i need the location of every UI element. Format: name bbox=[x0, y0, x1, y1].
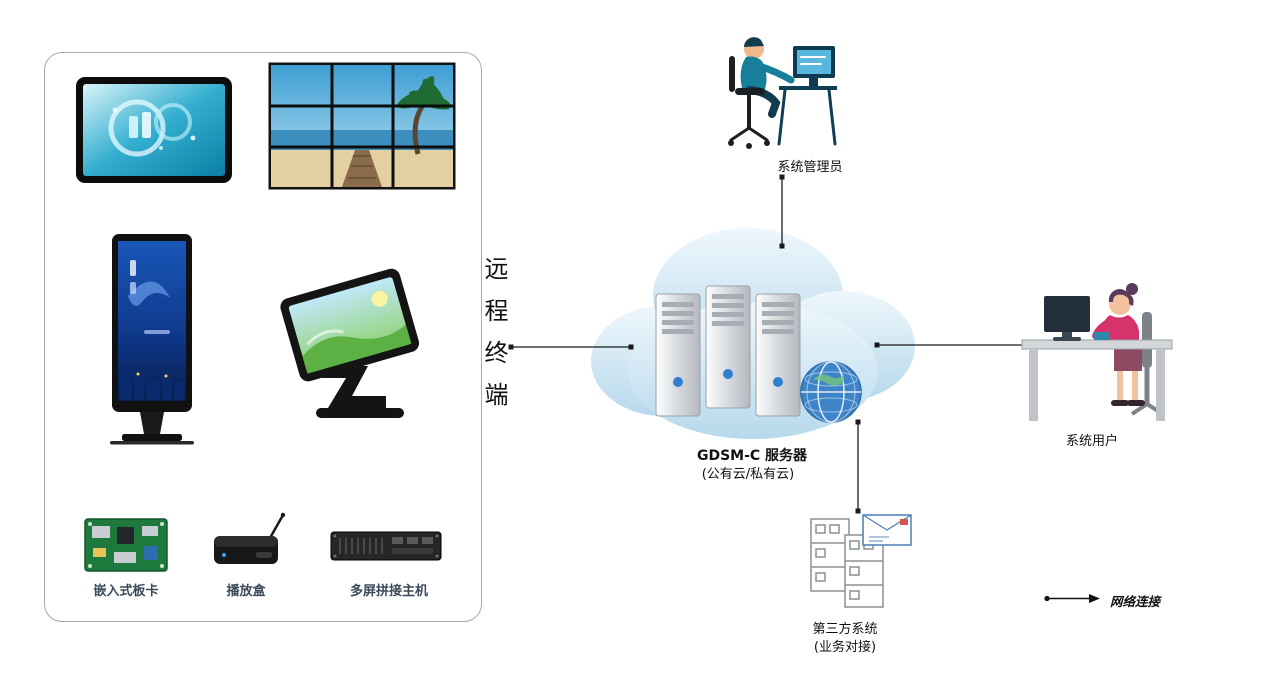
wall-display-icon bbox=[76, 77, 232, 183]
cloud-icon bbox=[591, 228, 915, 439]
third-party-servers-icon bbox=[810, 514, 912, 608]
multiscreen-host-icon bbox=[330, 531, 442, 561]
multiscreen-host-label: 多屏拼接主机 bbox=[349, 584, 428, 599]
cloud-subtitle: (公有云/私有云) bbox=[701, 467, 795, 482]
player-box-icon bbox=[214, 512, 286, 564]
video-wall-icon bbox=[268, 62, 456, 190]
server-towers-icon bbox=[655, 285, 801, 417]
user-label: 系统用户 bbox=[1065, 434, 1118, 449]
user-figure bbox=[1020, 262, 1185, 427]
third-party-subtitle: (业务对接) bbox=[813, 640, 877, 655]
admin-person-icon bbox=[728, 37, 837, 149]
cloud-title: GDSM-C 服务器 bbox=[696, 448, 808, 464]
wall-display bbox=[75, 76, 233, 184]
player-box bbox=[212, 512, 288, 566]
admin-label: 系统管理员 bbox=[777, 160, 843, 175]
admin-figure bbox=[715, 24, 845, 156]
standing-kiosk bbox=[104, 234, 204, 449]
globe-icon bbox=[800, 361, 862, 423]
legend bbox=[1042, 590, 1106, 607]
user-at-desk-icon bbox=[1021, 283, 1173, 421]
touch-table-kiosk bbox=[268, 266, 428, 436]
network-link-legend-icon bbox=[1044, 594, 1100, 603]
third-party-title: 第三方系统 bbox=[812, 622, 878, 637]
touch-table-icon bbox=[280, 268, 420, 418]
player-box-label: 播放盒 bbox=[226, 584, 266, 599]
third-party-figure bbox=[805, 513, 913, 613]
remote-terminal-label: 远程终端 bbox=[480, 256, 508, 424]
embedded-board-icon bbox=[84, 518, 168, 572]
multiscreen-host bbox=[330, 526, 442, 566]
embedded-board bbox=[84, 518, 168, 574]
embedded-board-label: 嵌入式板卡 bbox=[93, 584, 159, 599]
legend-label: 网络连接 bbox=[1110, 594, 1161, 609]
standing-kiosk-icon bbox=[110, 234, 194, 445]
video-wall bbox=[268, 62, 456, 190]
cloud-server-group bbox=[588, 206, 918, 450]
envelope-icon bbox=[862, 514, 912, 546]
